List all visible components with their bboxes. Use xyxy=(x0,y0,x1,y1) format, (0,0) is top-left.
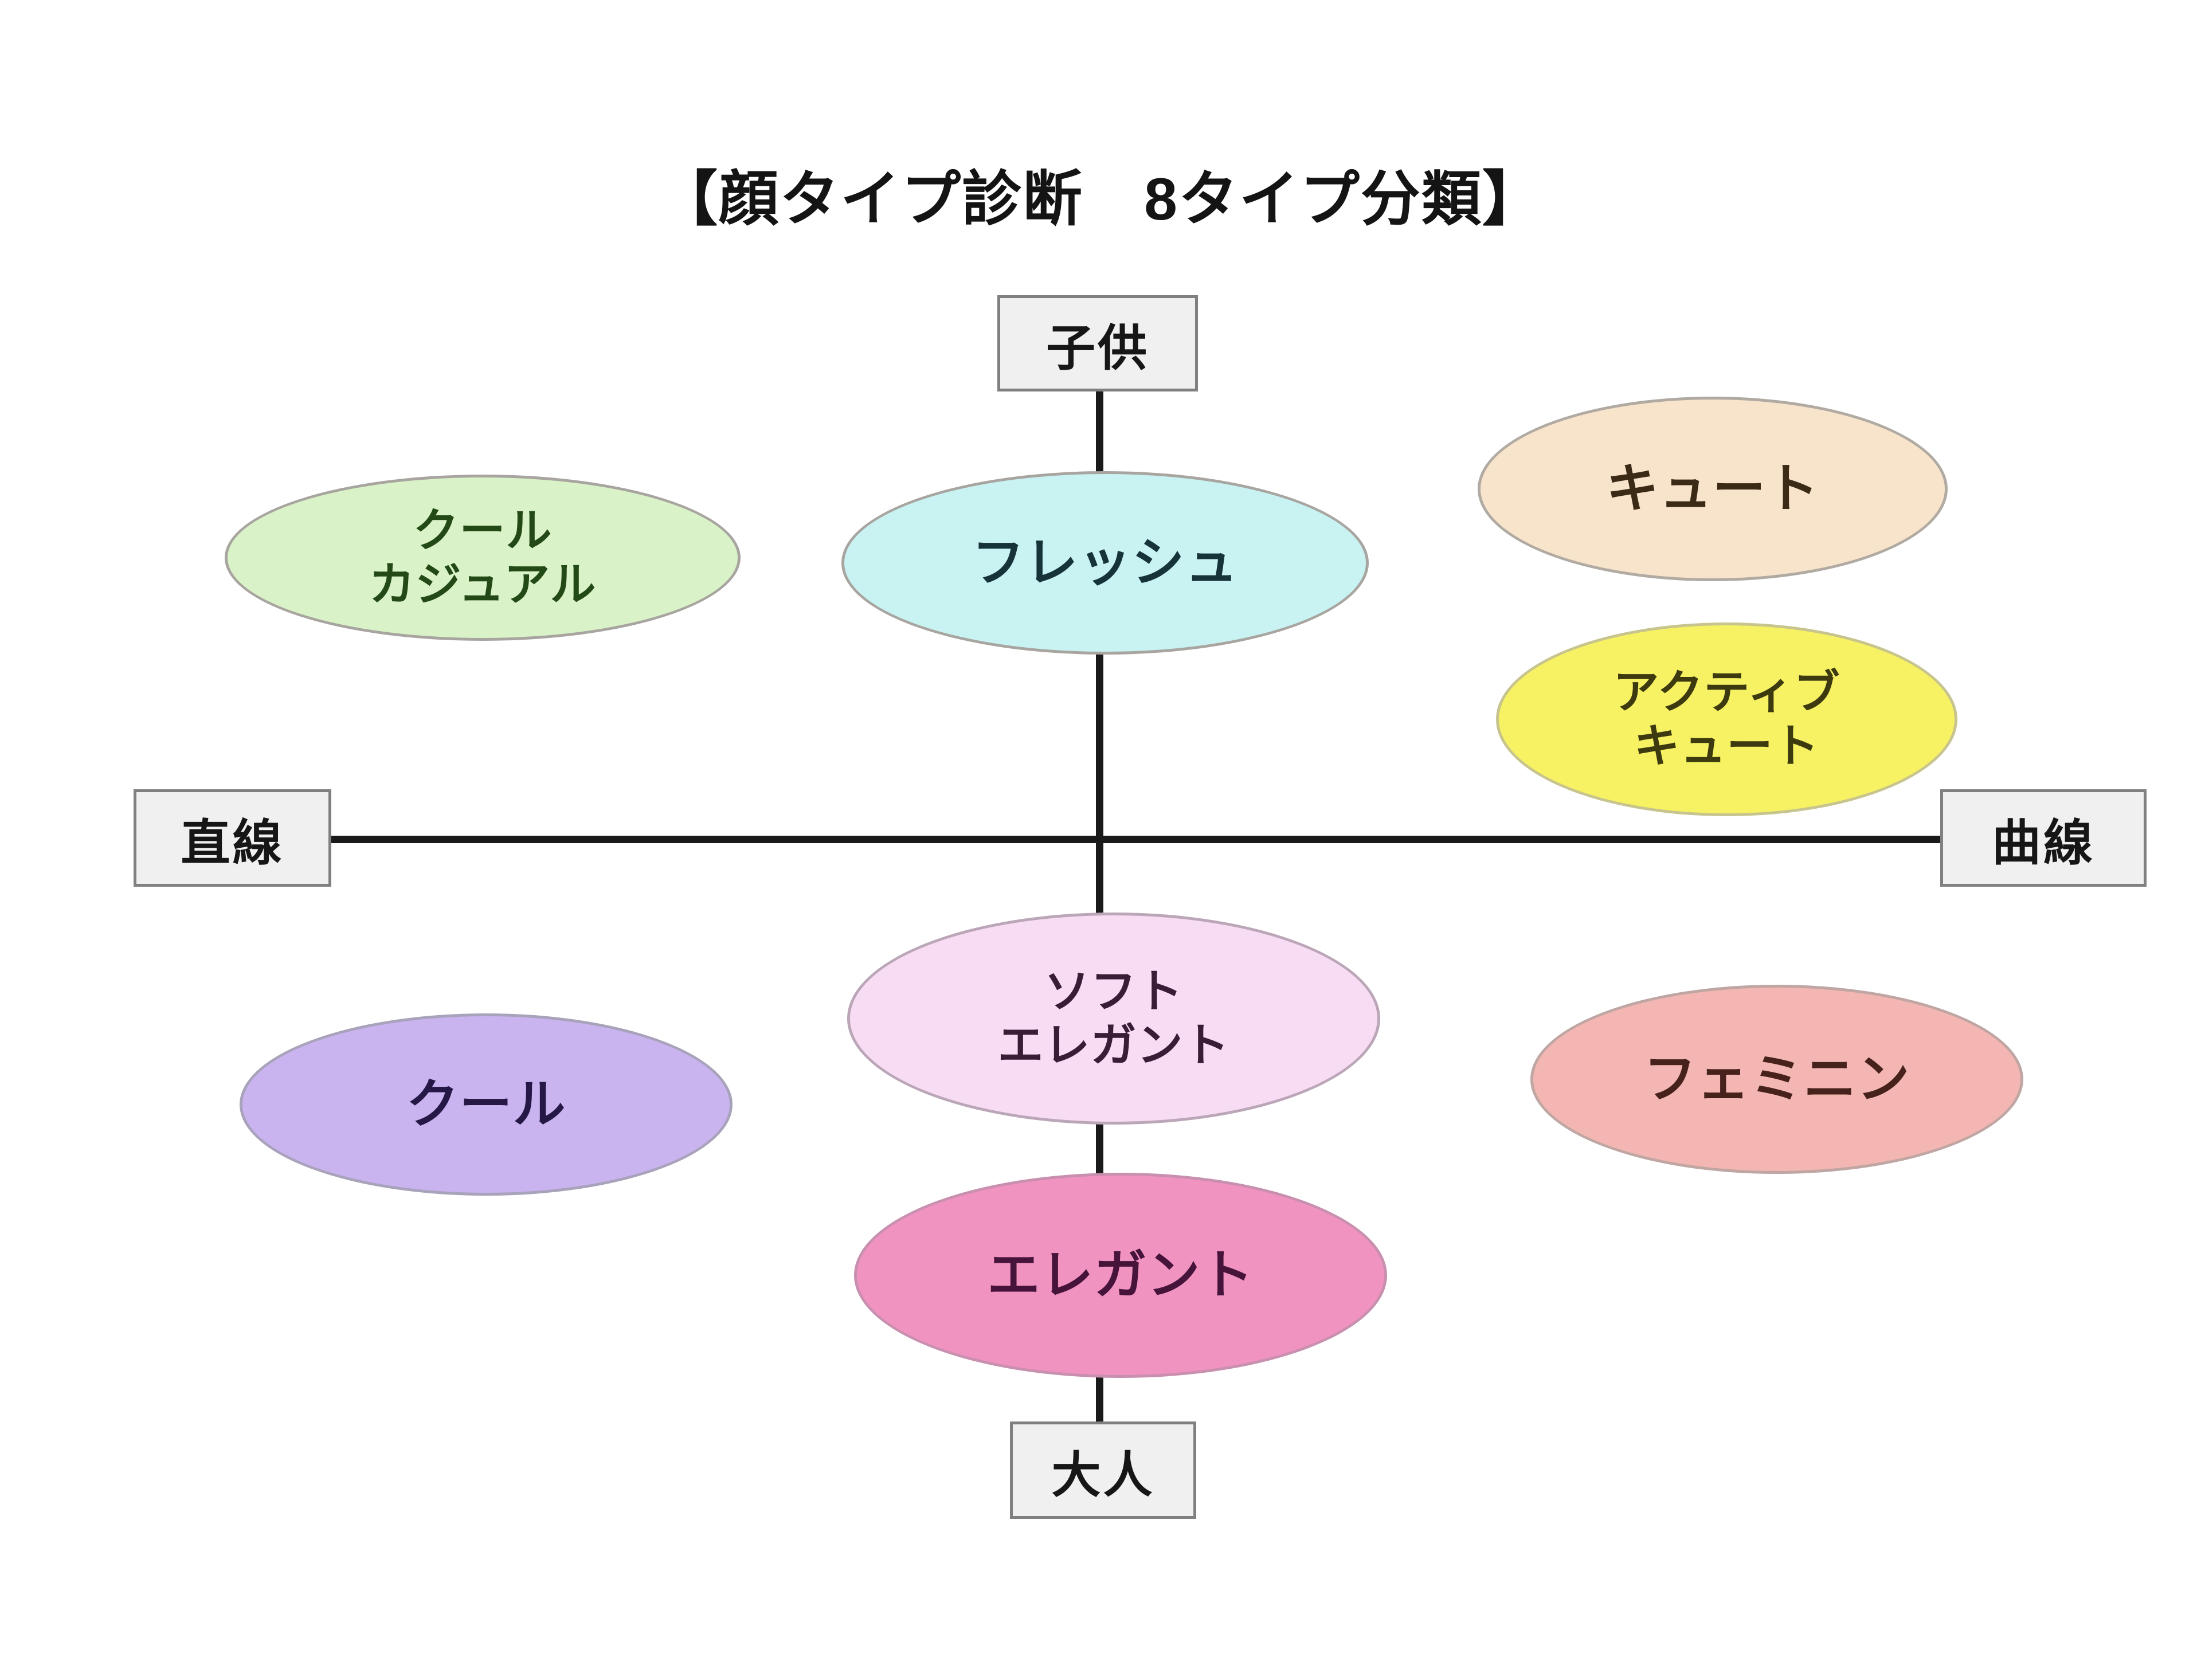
type-node-fresh[interactable]: フレッシュ xyxy=(841,471,1369,655)
type-node-feminine[interactable]: フェミニン xyxy=(1530,985,2023,1174)
type-node-active-cute[interactable]: アクティブ キュート xyxy=(1496,622,1957,816)
axis-label-straight: 直線 xyxy=(134,789,331,887)
type-label-line: フレッシュ xyxy=(972,533,1239,592)
axis-label-child-text: 子供 xyxy=(1046,320,1149,376)
type-label-line: キュート xyxy=(1634,720,1820,772)
type-node-soft-elegant[interactable]: ソフト エレガント xyxy=(847,913,1380,1125)
axis-label-adult-text: 大人 xyxy=(1051,1447,1155,1503)
type-label-line: キュート xyxy=(1605,459,1819,518)
type-node-cute[interactable]: キュート xyxy=(1478,397,1948,581)
type-label-line: クール xyxy=(413,504,553,556)
axis-label-curved: 曲線 xyxy=(1940,789,2147,887)
type-label-line: ソフト xyxy=(1044,965,1184,1017)
type-label-line: エレガント xyxy=(987,1246,1254,1305)
axis-label-straight-text: 直線 xyxy=(181,815,284,871)
page-title: 【顔タイプ診断 8タイプ分類】 xyxy=(658,166,1543,233)
axis-label-adult: 大人 xyxy=(1010,1421,1196,1519)
type-label-line: クール xyxy=(406,1075,566,1134)
type-label-line: フェミニン xyxy=(1643,1049,1910,1109)
type-label-line: アクティブ xyxy=(1613,666,1840,718)
type-node-cool-casual[interactable]: クール カジュアル xyxy=(225,475,741,641)
type-node-cool[interactable]: クール xyxy=(240,1013,733,1196)
type-label-line: カジュアル xyxy=(369,559,597,610)
axis-label-curved-text: 曲線 xyxy=(1992,815,2095,871)
axis-label-child: 子供 xyxy=(997,295,1198,391)
horizontal-axis-line xyxy=(331,836,1941,843)
type-label-line: エレガント xyxy=(997,1020,1230,1071)
type-node-elegant[interactable]: エレガント xyxy=(854,1173,1387,1378)
